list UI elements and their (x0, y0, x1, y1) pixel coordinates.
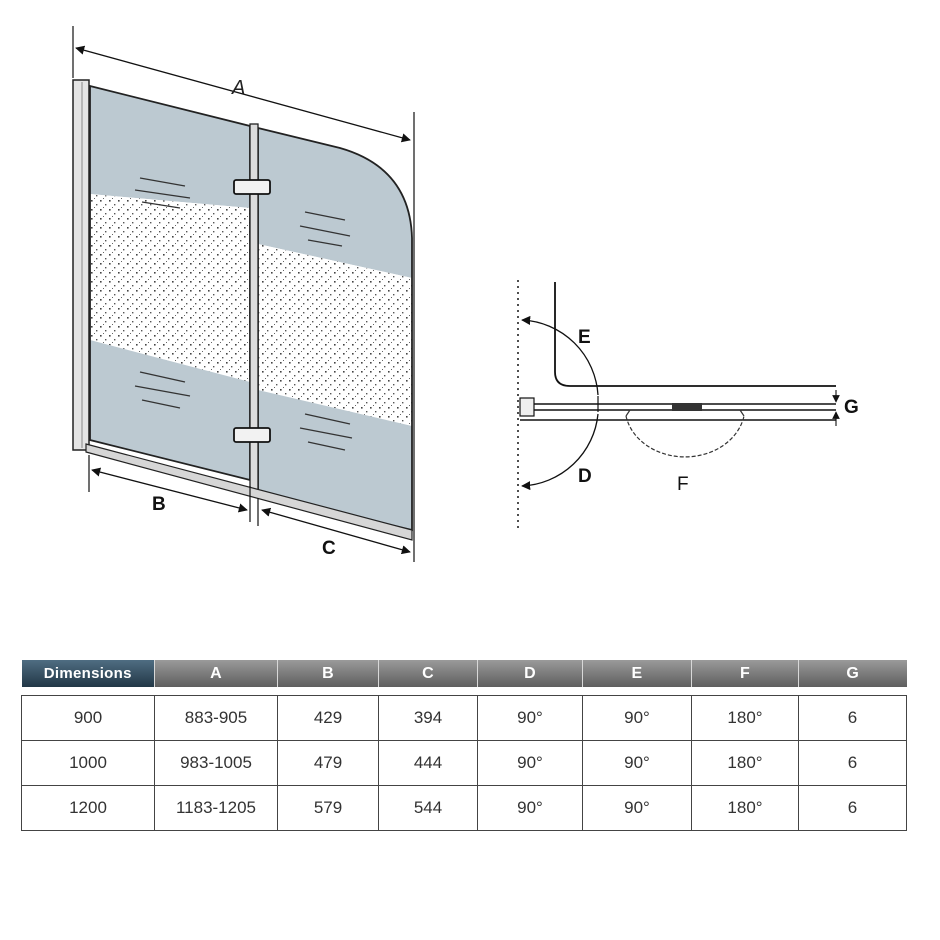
screen-plan-view: E D F G (517, 280, 859, 532)
table-cell: 90° (582, 785, 692, 831)
header-e: E (582, 660, 692, 687)
label-e: E (578, 327, 591, 348)
table-cell: 180° (691, 740, 799, 786)
header-a: A (154, 660, 278, 687)
top-hinge (233, 179, 271, 195)
angle-f-arc (625, 415, 745, 458)
label-b: B (152, 494, 166, 515)
bottom-hinge (233, 427, 271, 443)
header-b: B (277, 660, 379, 687)
table-cell: 1183-1205 (154, 785, 278, 831)
table-row: 900 883-905 429 394 90° 90° 180° 6 (21, 695, 907, 741)
dimension-b: B (88, 455, 251, 522)
table-row: 1000 983-1005 479 444 90° 90° 180° 6 (21, 740, 907, 786)
table-cell: 1000 (21, 740, 155, 786)
plan-hinge (672, 403, 702, 411)
table-row: 1200 1183-1205 579 544 90° 90° 180° 6 (21, 785, 907, 831)
table-cell: 6 (798, 695, 907, 741)
table-cell: 579 (277, 785, 379, 831)
header-dimensions: Dimensions (21, 660, 155, 687)
dimension-c: C (257, 498, 411, 559)
table-cell: 6 (798, 785, 907, 831)
table-cell: 90° (477, 740, 583, 786)
screen-perspective-view: A B C (72, 26, 415, 562)
header-f: F (691, 660, 799, 687)
table-cell: 883-905 (154, 695, 278, 741)
angle-e-arc (521, 315, 599, 396)
table-cell: 444 (378, 740, 478, 786)
bath-screen-diagram: A B C E D (72, 26, 859, 562)
table-cell: 983-1005 (154, 740, 278, 786)
table-cell: 90° (582, 695, 692, 741)
header-c: C (378, 660, 478, 687)
header-d: D (477, 660, 583, 687)
table-header-row: Dimensions A B C D E F G (21, 660, 907, 687)
table-cell: 479 (277, 740, 379, 786)
label-g: G (844, 397, 859, 418)
table-cell: 544 (378, 785, 478, 831)
table-cell: 6 (798, 740, 907, 786)
label-f: F (677, 474, 689, 495)
label-d: D (578, 466, 592, 487)
label-a: A (231, 77, 245, 99)
table-cell: 1200 (21, 785, 155, 831)
dimension-a: A (72, 26, 415, 562)
table-cell: 180° (691, 695, 799, 741)
angle-d-arc (521, 413, 599, 491)
table-cell: 90° (477, 785, 583, 831)
table-cell: 180° (691, 785, 799, 831)
wall-profile (72, 79, 90, 451)
bath-rim (554, 282, 836, 387)
dimensions-table: Dimensions A B C D E F G 900 883-905 429… (21, 660, 907, 831)
table-cell: 394 (378, 695, 478, 741)
table-cell: 90° (582, 740, 692, 786)
table-cell: 900 (21, 695, 155, 741)
right-glass-panel (257, 126, 413, 532)
label-c: C (322, 538, 336, 559)
table-cell: 90° (477, 695, 583, 741)
header-g: G (798, 660, 907, 687)
left-glass-panel (89, 84, 251, 482)
table-cell: 429 (277, 695, 379, 741)
